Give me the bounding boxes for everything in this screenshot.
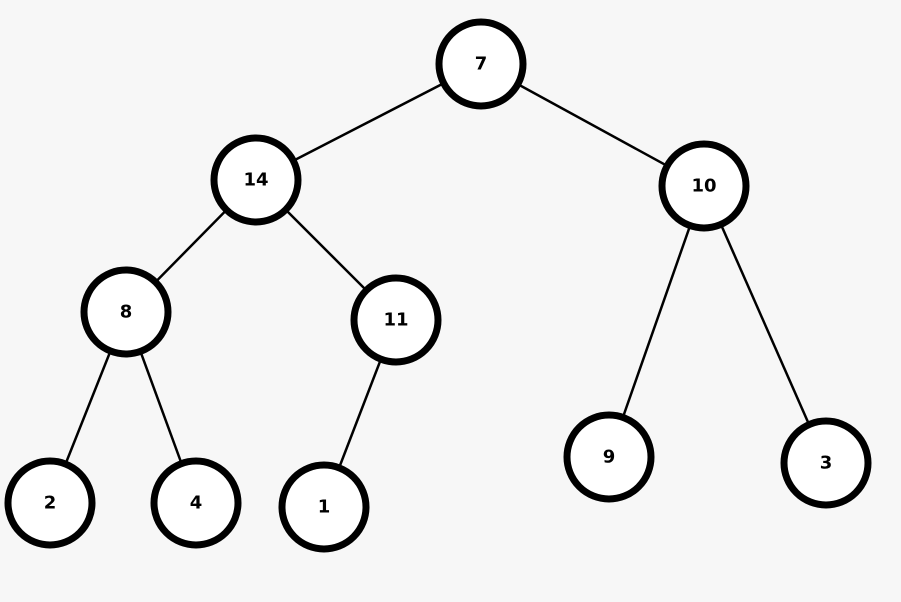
tree-node-circle [80, 266, 172, 358]
tree-node: 7 [435, 18, 527, 110]
tree-node-circle [210, 134, 302, 226]
tree-node-circle [435, 18, 527, 110]
tree-node-label: 8 [120, 302, 133, 323]
tree-edge [702, 185, 828, 464]
tree-nodes: 7 14 10 8 11 9 3 2 4 1 [4, 18, 872, 553]
tree-edges [48, 62, 828, 508]
tree-node-circle [278, 461, 370, 553]
tree-node-label: 2 [44, 493, 57, 514]
tree-node: 9 [563, 411, 655, 503]
tree-node-label: 3 [820, 453, 833, 474]
tree-node-label: 10 [691, 176, 716, 197]
tree-node: 1 [278, 461, 370, 553]
tree-node: 8 [80, 266, 172, 358]
tree-node-circle [350, 274, 442, 366]
tree-node-circle [658, 140, 750, 232]
tree-node-label: 4 [190, 493, 203, 514]
tree-node-circle [563, 411, 655, 503]
tree-node-label: 1 [318, 497, 331, 518]
tree-node-circle [150, 457, 242, 549]
tree-node: 10 [658, 140, 750, 232]
tree-edge [607, 185, 706, 458]
tree-node-label: 9 [603, 447, 616, 468]
tree-node-label: 14 [243, 170, 268, 191]
tree-node-circle [4, 457, 96, 549]
tree-node: 3 [780, 417, 872, 509]
tree-node-label: 7 [475, 54, 488, 75]
tree-node: 2 [4, 457, 96, 549]
tree-node: 11 [350, 274, 442, 366]
tree-node-circle [780, 417, 872, 509]
tree-node: 14 [210, 134, 302, 226]
tree-node-label: 11 [383, 310, 408, 331]
tree-node: 4 [150, 457, 242, 549]
